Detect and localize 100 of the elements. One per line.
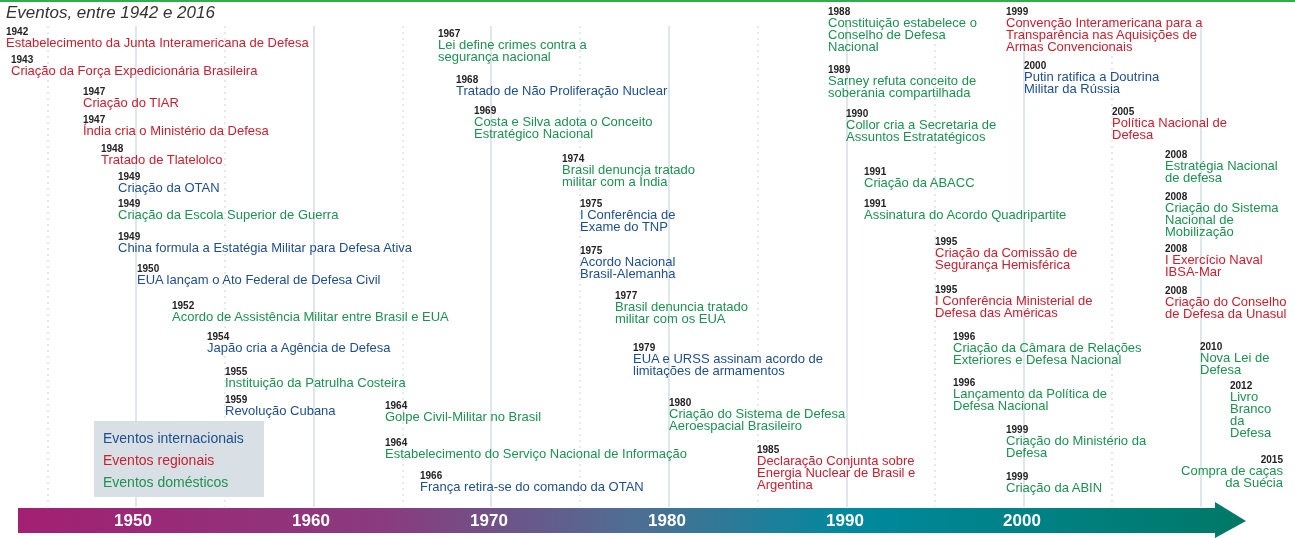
event-description: I Conferência Ministerial de Defesa das Américas [935,295,1094,319]
event-description: Nova Lei de Defesa [1200,352,1271,376]
event-description: Costa e Silva adota o Conceito Estratégico Nacional [474,116,654,140]
event-description: Estabelecimento do Serviço Nacional de Informação [385,448,688,460]
event-year: 2000 [1024,60,1047,71]
event-year: 1949 [118,231,141,242]
event-year: 1952 [172,300,195,311]
event-year: 1999 [1006,471,1029,482]
axis-year-label: 1990 [825,511,865,531]
event-description: EUA e URSS assinam acordo de limitações de armamentos [633,353,825,377]
event-description: Collor cria a Secretaria de Assuntos Estratatégicos [846,119,998,143]
title: Eventos, entre 1942 e 2016 [6,3,215,23]
event-description: Acordo Nacional Brasil-Alemanha [580,256,677,280]
event-description: Brasil denuncia tratado militar com a Índia [562,164,696,188]
event-description: Criação da OTAN [118,182,220,194]
event-description: Criação do Sistema Nacional de Mobilização [1165,202,1280,238]
event-year: 1999 [1006,6,1029,17]
event-description: Lei define crimes contra a segurança nacional [438,39,588,63]
event-year: 2010 [1200,341,1223,352]
event-description: Putin ratifica a Doutrina Militar da Rússia [1024,71,1161,95]
event-year: 1990 [846,108,869,119]
event-year: 2008 [1165,285,1188,296]
event-description: Tratado de Não Proliferação Nuclear [456,85,668,97]
event-description: Criação da Força Expedicionária Brasileira [11,65,258,77]
legend-item: Eventos domésticos [103,473,229,492]
event-description: Constituição estabelece o Conselho de Defesa Nacional [828,17,978,53]
event-year: 1943 [11,54,34,65]
event-description: Estratégia Nacional de defesa [1165,160,1279,184]
axis-year-label: 1980 [647,511,687,531]
event-year: 2015 [1260,454,1283,465]
event-year: 1949 [118,171,141,182]
event-year: 1995 [935,284,958,295]
event-year: 1964 [385,437,408,448]
event-year: 1989 [828,64,851,75]
event-description: Criação do TIAR [83,97,179,109]
event-description: China formula a Estatégia Militar para Defesa Ativa [118,242,413,254]
legend-item: Eventos internacionais [103,429,244,448]
event-description: Instituição da Patrulha Costeira [225,377,406,389]
event-description: Golpe Civil-Militar no Brasil [385,411,542,423]
axis-year-label: 2000 [1002,511,1042,531]
event-description: Criação da Câmara de Relações Exteriores e Defesa Nacional [953,342,1143,366]
event-year: 1967 [438,28,461,39]
event-description: I Conferência de Exame do TNP [580,209,677,233]
event-description: Assinatura do Acordo Quadripartite [864,209,1067,221]
event-description: Declaração Conjunta sobre Energia Nuclear de Brasil e Argentina [757,455,917,491]
event-year: 2012 [1230,380,1253,391]
event-year: 1942 [6,26,29,37]
event-year: 1948 [101,143,124,154]
event-description: Política Nacional de Defesa [1112,117,1228,141]
event-description: Compra de caças da Suécia [1180,465,1283,489]
event-year: 1974 [562,153,585,164]
event-year: 1980 [669,397,692,408]
event-year: 1975 [580,245,603,256]
event-year: 2008 [1165,243,1188,254]
event-description: Japão cria a Agência de Defesa [207,342,391,354]
event-description: Criação do Ministério da Defesa [1006,435,1148,459]
axis-year-label: 1970 [469,511,509,531]
event-year: 2005 [1112,106,1135,117]
event-description: Criação da Escola Superior de Guerra [118,209,339,221]
event-year: 1947 [83,86,106,97]
event-year: 1969 [474,105,497,116]
event-year: 1966 [420,470,443,481]
event-year: 1996 [953,377,976,388]
event-description: Criação da ABIN [1006,482,1103,494]
event-year: 1999 [1006,424,1029,435]
event-year: 2008 [1165,191,1188,202]
event-year: 1975 [580,198,603,209]
event-description: Criação da Comissão de Segurança Hemisférica [935,247,1079,271]
event-year: 1985 [757,444,780,455]
event-description: Acordo de Assistência Militar entre Brasil e EUA [172,311,449,323]
event-year: 1968 [456,74,479,85]
event-description: I Exercício Naval IBSA-Mar [1165,254,1264,278]
event-description: Livro Branco da Defesa [1230,391,1273,439]
event-year: 1995 [935,236,958,247]
event-description: Criação do Conselho de Defesa da Unasul [1165,296,1288,320]
event-description: Convenção Interamericana para a Transparência nas Aquisições de Armas Convencionais [1006,17,1204,53]
axis-year-label: 1960 [291,511,331,531]
event-year: 1955 [225,366,248,377]
event-description: Brasil denuncia tratado militar com os EUA [615,301,749,325]
event-year: 1954 [207,331,230,342]
event-description: Estabelecimento da Junta Interamericana de Defesa [6,37,309,49]
event-year: 1977 [615,290,638,301]
event-year: 1950 [137,263,160,274]
event-description: França retira-se do comando da OTAN [420,481,644,493]
event-year: 1959 [225,394,248,405]
event-year: 1988 [828,6,851,17]
event-description: Criação do Sistema de Defesa Aeroespacial Brasileiro [669,408,847,432]
event-year: 1996 [953,331,976,342]
axis-year-label: 1950 [113,511,153,531]
event-year: 1964 [385,400,408,411]
legend-item: Eventos regionais [103,451,215,470]
event-year: 1979 [633,342,656,353]
event-description: Criação da ABACC [864,177,975,189]
event-description: Tratado de Tlatelolco [101,154,223,166]
event-description: EUA lançam o Ato Federal de Defesa Civil [137,274,381,286]
event-year: 2008 [1165,149,1188,160]
event-description: Revolução Cubana [225,405,336,417]
event-description: Sarney refuta conceito de soberania compartilhada [828,75,978,99]
event-year: 1991 [864,166,887,177]
event-description: Lançamento da Política de Defesa Nacional [953,388,1108,412]
